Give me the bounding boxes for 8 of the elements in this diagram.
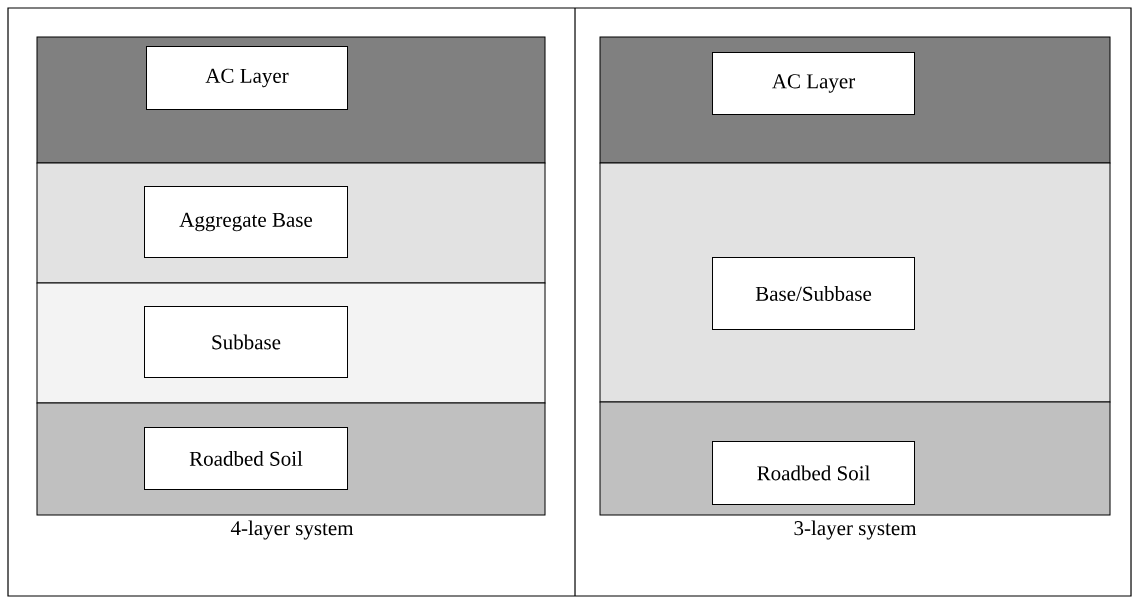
layer-label-box: Aggregate Base — [144, 186, 348, 258]
layer-label-box: Roadbed Soil — [712, 441, 915, 505]
layer-label-box: Roadbed Soil — [144, 427, 348, 490]
system-caption: 4-layer system — [230, 520, 354, 540]
layer-label-box: Subbase — [144, 306, 348, 378]
layer-label-box: Base/Subbase — [712, 257, 915, 330]
layer-label-box: AC Layer — [146, 46, 348, 110]
layer-label-box: AC Layer — [712, 52, 915, 115]
